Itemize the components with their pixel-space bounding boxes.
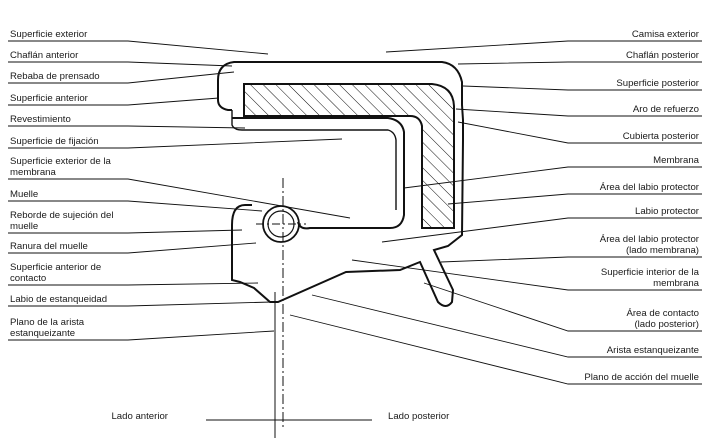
left-label-5: Revestimiento bbox=[10, 114, 71, 125]
right-leader-1 bbox=[385, 40, 702, 53]
left-leader-8 bbox=[8, 200, 263, 212]
right-label-7: Área del labio protector bbox=[600, 182, 700, 193]
right-leader-10 bbox=[351, 259, 702, 291]
right-leader-7 bbox=[447, 193, 702, 205]
right-label-1: Camisa exterior bbox=[632, 29, 700, 40]
left-label-11-line-2: contacto bbox=[10, 273, 46, 284]
right-label-2: Chaflán posterior bbox=[626, 50, 700, 61]
right-label-9-line-1: Área del labio protector bbox=[600, 234, 700, 245]
right-label-6: Membrana bbox=[653, 155, 700, 166]
left-label-9-line-2: muelle bbox=[10, 221, 38, 232]
left-leader-4 bbox=[8, 97, 220, 106]
left-label-7-line-2: membrana bbox=[10, 167, 57, 178]
right-label-9-line-2: (lado membrana) bbox=[626, 245, 699, 256]
right-label-11-line-1: Área de contacto bbox=[626, 308, 699, 319]
right-label-4: Aro de refuerzo bbox=[633, 104, 699, 115]
front-side-label: Lado anterior bbox=[111, 411, 168, 422]
right-label-11-line-2: (lado posterior) bbox=[634, 319, 699, 330]
right-leader-8 bbox=[381, 217, 702, 243]
right-label-10-line-2: membrana bbox=[653, 278, 700, 289]
left-label-4: Superficie anterior bbox=[10, 93, 89, 104]
right-label-8: Labio protector bbox=[635, 206, 700, 217]
left-label-13-line-1: Plano de la arista bbox=[10, 317, 85, 328]
right-leader-9 bbox=[440, 256, 702, 263]
right-leader-2 bbox=[457, 61, 702, 65]
left-label-8: Muelle bbox=[10, 189, 38, 200]
case-inner-edge bbox=[231, 110, 397, 210]
left-label-9-line-1: Reborde de sujeción del bbox=[10, 210, 113, 221]
right-leader-3 bbox=[462, 85, 702, 91]
back-side-label: Lado posterior bbox=[388, 411, 450, 422]
left-label-7-line-1: Superficie exterior de la bbox=[10, 156, 111, 167]
right-label-5: Cubierta posterior bbox=[623, 131, 700, 142]
right-leader-4 bbox=[455, 108, 702, 117]
reinforcement-ring bbox=[243, 83, 455, 229]
right-label-13: Plano de acción del muelle bbox=[584, 372, 699, 383]
left-leader-9 bbox=[8, 229, 243, 234]
left-label-12: Labio de estanqueidad bbox=[10, 294, 107, 305]
left-label-6: Superficie de fijación bbox=[10, 136, 99, 147]
left-label-2: Chaflán anterior bbox=[10, 50, 79, 61]
right-leader-12 bbox=[311, 294, 702, 358]
left-label-10: Ranura del muelle bbox=[10, 241, 88, 252]
right-leader-13 bbox=[289, 314, 702, 385]
right-label-10-line-1: Superficie interior de la bbox=[601, 267, 700, 278]
right-label-12: Arista estanqueizante bbox=[607, 345, 699, 356]
left-leader-7 bbox=[8, 178, 351, 219]
membrane-outline bbox=[232, 117, 405, 230]
left-label-11-line-1: Superficie anterior de bbox=[10, 262, 101, 273]
left-leader-2 bbox=[8, 61, 233, 67]
left-leader-12 bbox=[8, 301, 273, 307]
left-leader-5 bbox=[8, 125, 246, 129]
right-label-3: Superficie posterior bbox=[616, 78, 699, 89]
left-leader-6 bbox=[8, 138, 343, 149]
left-leader-1 bbox=[8, 40, 269, 55]
left-label-3: Rebaba de prensado bbox=[10, 71, 100, 82]
right-leader-5 bbox=[457, 121, 702, 144]
left-leader-13 bbox=[8, 330, 275, 341]
right-leader-6 bbox=[403, 166, 702, 189]
left-leader-11 bbox=[8, 282, 259, 286]
right-leader-11 bbox=[423, 282, 702, 332]
left-label-1: Superficie exterior bbox=[10, 29, 88, 40]
left-label-13-line-2: estanqueizante bbox=[10, 328, 75, 339]
seal-body-outline bbox=[217, 61, 464, 307]
left-leader-10 bbox=[8, 242, 257, 254]
left-leader-3 bbox=[8, 71, 235, 84]
leader-lines bbox=[8, 40, 702, 421]
